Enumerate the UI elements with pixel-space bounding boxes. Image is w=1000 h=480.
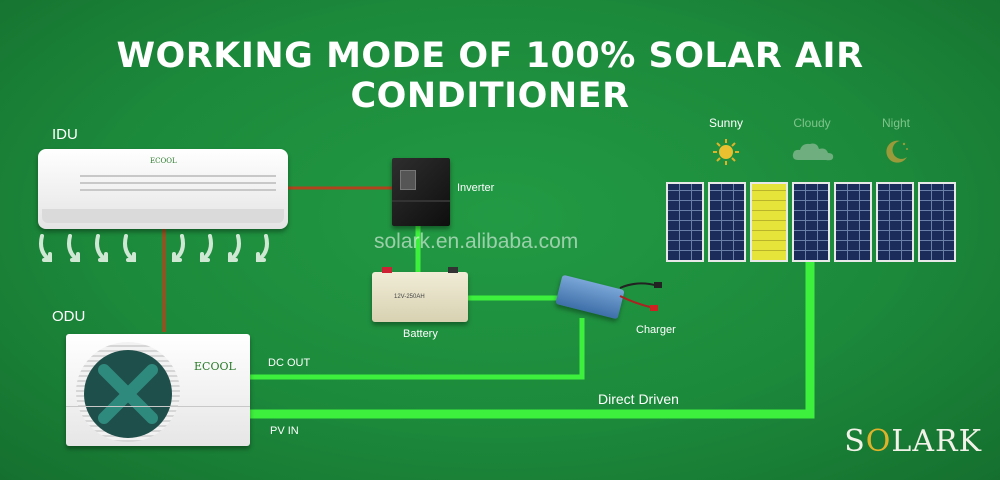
odu-panel-seam — [66, 406, 250, 407]
moon-icon — [886, 140, 908, 163]
direct-driven-wire — [250, 262, 815, 419]
solar-panel — [834, 182, 872, 262]
solar-panel — [918, 182, 956, 262]
idu-brand-logo: ECOOL — [150, 157, 177, 165]
idu-vent-line — [80, 182, 276, 184]
idu-label: IDU — [52, 126, 78, 143]
weather-night-label: Night — [881, 116, 910, 130]
solark-logo: SOLARK — [844, 424, 982, 459]
battery-device: 12V-250AH — [372, 267, 468, 322]
pv-in-label: PV IN — [270, 425, 299, 437]
watermark-text: solark.en.alibaba.com — [374, 230, 579, 253]
charger-label: Charger — [636, 324, 676, 336]
airflow-arrows-icon — [39, 234, 269, 262]
page-title: WORKING MODE OF 100% SOLAR AIR CONDITION… — [116, 36, 864, 116]
dc-out-label: DC OUT — [268, 357, 311, 369]
odu-fan-icon — [84, 350, 172, 438]
inverter-panel-line — [392, 200, 450, 202]
odu-label: ODU — [52, 308, 86, 325]
inverter-label: Inverter — [457, 182, 495, 194]
solark-logo-text: SOLARK — [844, 424, 982, 459]
solar-panel-highlighted — [750, 182, 788, 262]
weather-cloudy-label: Cloudy — [793, 116, 831, 130]
inverter-device — [392, 158, 450, 226]
battery-positive-terminal — [382, 267, 392, 273]
solar-panel — [876, 182, 914, 262]
battery-negative-terminal — [448, 267, 458, 273]
outdoor-unit: ECOOL — [66, 334, 250, 446]
sun-icon — [713, 139, 739, 165]
idu-louver — [42, 209, 284, 223]
battery-label: Battery — [403, 328, 438, 340]
direct-driven-label: Direct Driven — [598, 391, 679, 407]
fan-blade-icon — [98, 364, 158, 424]
solar-panel — [666, 182, 704, 262]
solar-panel — [792, 182, 830, 262]
idu-vent-line — [80, 175, 276, 177]
indoor-unit: ECOOL — [38, 149, 288, 229]
charger-clamps-icon — [619, 282, 662, 311]
weather-sunny-label: Sunny — [708, 116, 744, 130]
odu-brand-logo: ECOOL — [194, 360, 236, 373]
logo-sun-letter: O — [865, 424, 892, 459]
solar-panel — [708, 182, 746, 262]
cloud-icon — [792, 143, 834, 161]
inverter-display — [400, 170, 416, 190]
idu-vent-line — [80, 189, 276, 191]
dc-out-wire — [250, 318, 585, 380]
battery-rating-text: 12V-250AH — [394, 294, 425, 300]
